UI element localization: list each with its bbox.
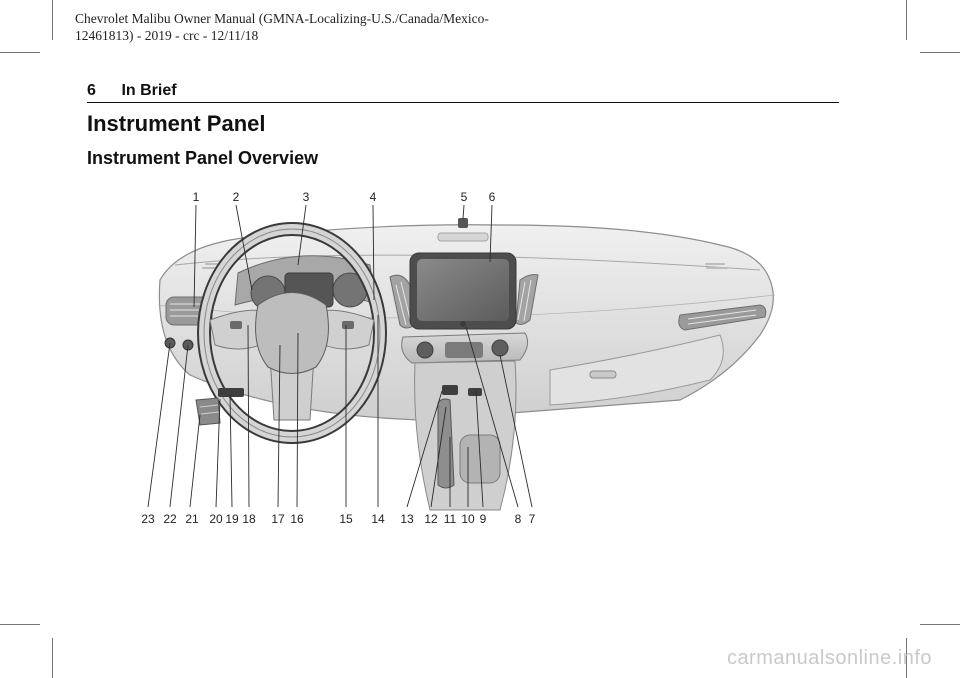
callout-number: 8 (515, 512, 522, 526)
callout-number: 23 (141, 512, 155, 526)
callout-number: 22 (163, 512, 177, 526)
callout-number: 7 (529, 512, 536, 526)
instrument-panel-figure: 1 2 3 4 5 6 23 22 21 20 19 18 17 16 15 1… (120, 185, 820, 535)
callout-number: 1 (193, 190, 200, 204)
callout-number: 14 (371, 512, 385, 526)
callout-number: 15 (339, 512, 353, 526)
center-left-vent (389, 274, 416, 329)
glove-box-handle (589, 370, 617, 379)
callout-number: 2 (233, 190, 240, 204)
callout-number: 20 (209, 512, 223, 526)
callout-number: 21 (185, 512, 199, 526)
crop-mark (906, 0, 907, 40)
steering-wheel (197, 222, 387, 444)
callout-number: 9 (480, 512, 487, 526)
climate-knob-left (416, 341, 434, 359)
top-sensor (458, 218, 468, 228)
section-heading: Instrument Panel Overview (87, 148, 319, 168)
running-head: 6 In Brief (87, 82, 839, 103)
console-switch (442, 385, 458, 395)
callout-number: 18 (242, 512, 256, 526)
climate-buttons (445, 342, 483, 358)
callout-number: 17 (271, 512, 285, 526)
infotainment-screen (417, 259, 509, 321)
callout-number: 4 (370, 190, 377, 204)
speaker-grille (437, 232, 489, 242)
callout-number: 13 (400, 512, 414, 526)
callout-labels-bottom: 23 22 21 20 19 18 17 16 15 14 13 12 11 1… (141, 512, 535, 526)
callout-number: 10 (461, 512, 475, 526)
center-right-vent (515, 274, 539, 325)
section-name: In Brief (121, 82, 177, 99)
pedals (195, 397, 221, 426)
page-title: Instrument Panel (87, 111, 266, 136)
callout-leaders-top (193, 204, 493, 308)
climate-knob-right (491, 339, 509, 357)
callout-number: 16 (290, 512, 304, 526)
document-meta-line: 12461813) - 2019 - crc - 12/11/18 (75, 28, 259, 43)
right-air-vent (678, 304, 767, 331)
hazard-button (460, 321, 466, 327)
callout-number: 19 (225, 512, 239, 526)
callout-leaders-bottom (147, 315, 533, 508)
document-meta-line: Chevrolet Malibu Owner Manual (GMNA-Loca… (75, 11, 489, 26)
callout-number: 6 (489, 190, 496, 204)
crop-mark (52, 638, 53, 678)
callout-number: 5 (461, 190, 468, 204)
center-console (414, 360, 517, 511)
crop-mark (52, 0, 53, 40)
console-switch (468, 388, 482, 396)
crop-mark (0, 52, 40, 53)
crop-mark (906, 638, 907, 678)
callout-number: 3 (303, 190, 310, 204)
callout-labels-top: 1 2 3 4 5 6 (193, 190, 496, 204)
instrument-panel-illustration: 1 2 3 4 5 6 23 22 21 20 19 18 17 16 15 1… (141, 190, 776, 526)
watermark-text: carmanualsonline.info (726, 647, 932, 669)
crop-mark (0, 624, 40, 625)
document-meta: Chevrolet Malibu Owner Manual (GMNA-Loca… (75, 10, 775, 44)
callout-number: 12 (424, 512, 438, 526)
hood-release (218, 388, 244, 397)
crop-mark (920, 52, 960, 53)
page-number: 6 (87, 82, 96, 99)
glove-box (549, 334, 724, 406)
crop-mark (920, 624, 960, 625)
callout-number: 11 (444, 512, 457, 526)
